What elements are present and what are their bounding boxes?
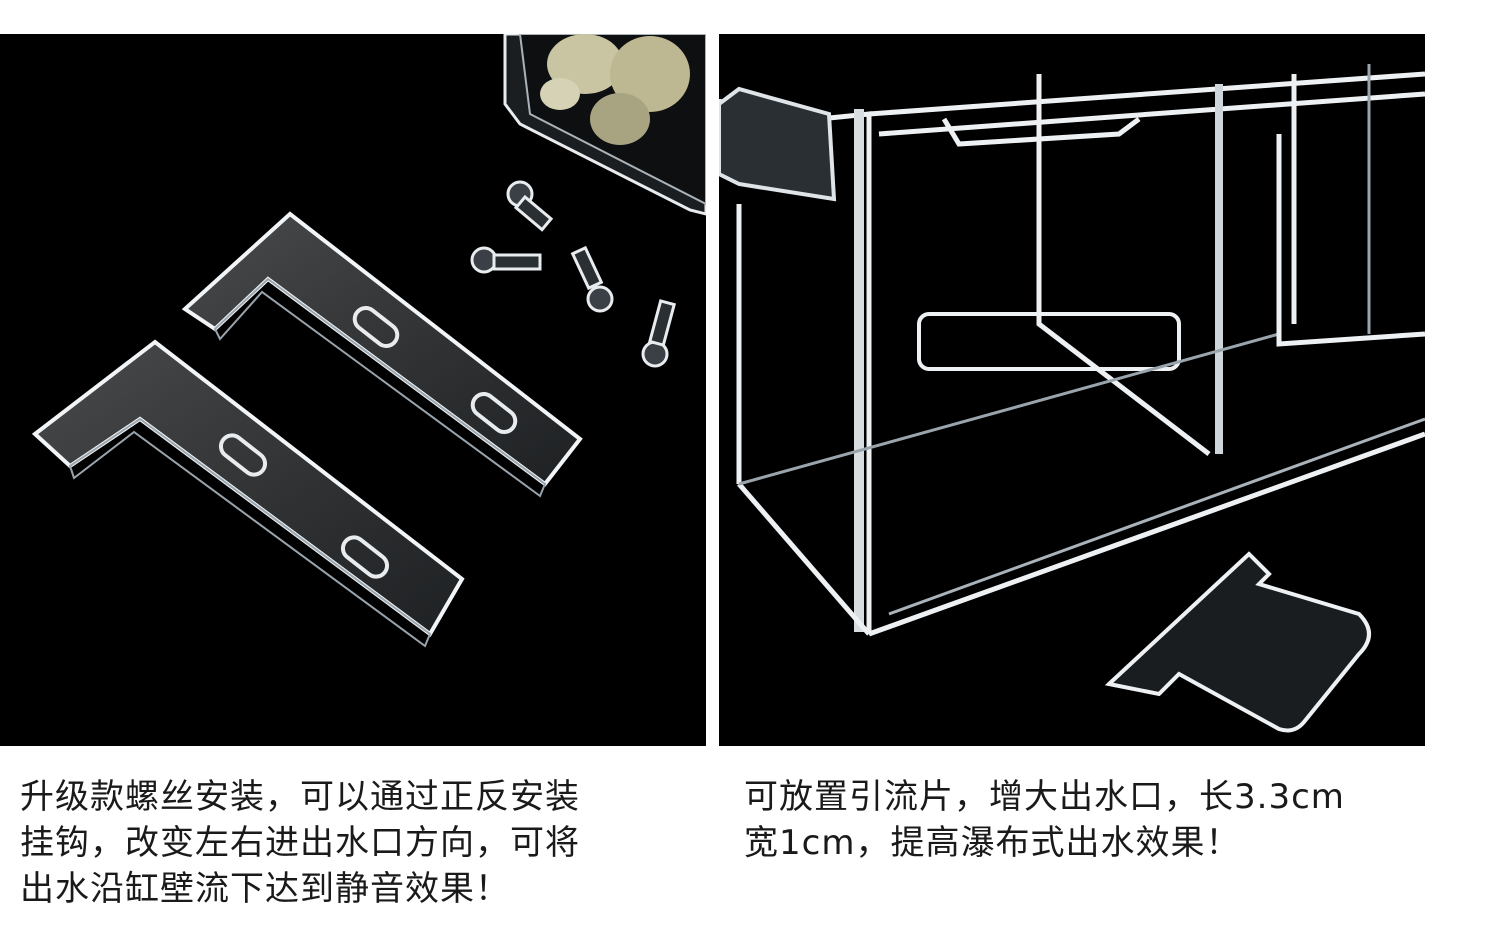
photo-hooks-and-screws bbox=[0, 34, 706, 746]
box-plate-illustration bbox=[719, 64, 1425, 733]
hooks-screws-illustration bbox=[31, 34, 706, 648]
acrylic-box bbox=[719, 64, 1425, 637]
filter-box-corner bbox=[503, 34, 706, 216]
caption-left: 升级款螺丝安装，可以通过正反安装 挂钩，改变左右进出水口方向，可将 出水沿缸壁流… bbox=[20, 777, 580, 909]
photo-box-with-spill-plate bbox=[719, 34, 1425, 746]
caption-right: 可放置引流片，增大出水口，长3.3cm 宽1cm，提高瀑布式出水效果！ bbox=[744, 777, 1345, 863]
l-hook-lower bbox=[31, 339, 465, 648]
l-hook-upper bbox=[181, 211, 583, 498]
screw-1 bbox=[506, 180, 554, 232]
screw-3 bbox=[570, 245, 614, 313]
spill-plate bbox=[1104, 551, 1371, 733]
screw-2 bbox=[470, 246, 542, 274]
screw-4 bbox=[641, 299, 677, 368]
screws bbox=[470, 180, 677, 368]
